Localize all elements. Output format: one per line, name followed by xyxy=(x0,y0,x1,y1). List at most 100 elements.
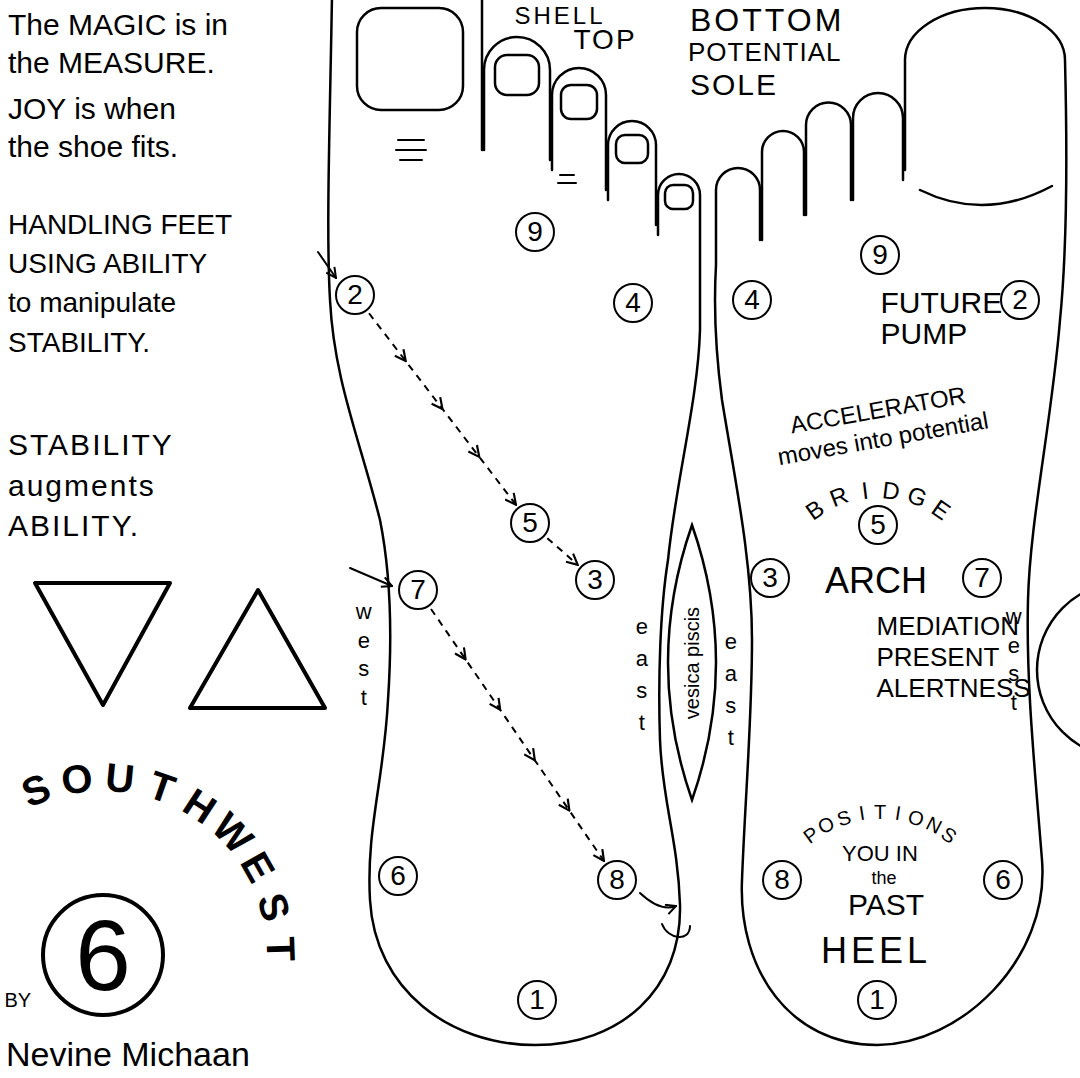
callout-number: 9 xyxy=(872,241,888,269)
foot-top-outline xyxy=(328,0,700,1045)
edge-circle xyxy=(1037,582,1080,758)
author-credit: BY xyxy=(5,989,32,1012)
callout-circle: 5 xyxy=(510,503,550,543)
arc-letter: R xyxy=(826,483,851,512)
label-slot: SOLE xyxy=(690,68,778,103)
label-slot: STABILITY augments ABILITY. xyxy=(8,425,11,547)
arc-letter: T xyxy=(874,802,886,822)
callout-circle: 8 xyxy=(762,860,802,900)
lens-shape xyxy=(668,525,716,800)
label-slot: PAST xyxy=(848,888,924,923)
callout-number: 8 xyxy=(774,866,790,894)
callout-circle: 8 xyxy=(597,860,637,900)
turn-loop xyxy=(662,924,690,937)
label-slot: FUTURE PUMP xyxy=(881,287,884,350)
callout-circle: 6 xyxy=(378,856,418,896)
zone-label: MEDIATION PRESENT ALERTNESS xyxy=(877,611,880,705)
callout-number: 3 xyxy=(587,566,603,594)
callout-number: 8 xyxy=(609,866,625,894)
toenail xyxy=(357,8,463,110)
callout-circle: 4 xyxy=(613,283,653,323)
leader-arrow xyxy=(318,252,336,278)
label-slot: west xyxy=(356,598,373,712)
label-slot: Nevine Michaan xyxy=(6,1035,250,1074)
note-text: STABILITY augments ABILITY. xyxy=(8,425,11,547)
label-slot: HEEL xyxy=(821,930,931,971)
toe-outline xyxy=(806,103,851,215)
label-slot: east xyxy=(634,611,651,739)
arc-letter: G xyxy=(904,483,930,512)
zone-label: ARCH xyxy=(825,560,927,601)
arc-letter: I xyxy=(860,479,870,504)
label-slot: BY xyxy=(5,989,32,1012)
toenail xyxy=(561,85,597,119)
note-text: JOY is when the shoe fits. xyxy=(8,90,180,165)
toe-outline xyxy=(853,93,903,200)
callout-number: 7 xyxy=(974,564,990,592)
view-label: TOP xyxy=(574,24,637,56)
callout-circle: 3 xyxy=(750,558,790,598)
callout-circle: 9 xyxy=(860,235,900,275)
arc-letter: T xyxy=(144,764,180,810)
view-label: BOTTOM xyxy=(690,2,844,39)
toenail xyxy=(665,185,693,209)
leader-arrow xyxy=(350,568,392,586)
toe-outline xyxy=(762,131,804,240)
callout-circle: 6 xyxy=(983,860,1023,900)
view-label: SOLE xyxy=(690,68,778,103)
label-slot: HANDLING FEET USING ABILITY to manipulat… xyxy=(8,205,233,362)
callout-circle: 2 xyxy=(1000,280,1040,320)
label-slot: west xyxy=(1006,603,1023,717)
arc-letter: O xyxy=(906,806,927,830)
label-slot: ACCELERATOR moves into potential xyxy=(773,396,988,454)
label-slot: BOTTOM xyxy=(690,2,844,39)
arc-letter: B xyxy=(801,495,828,524)
callout-circle: 2 xyxy=(335,275,375,315)
arc-letter: D xyxy=(881,478,901,504)
vesica-piscis-shape: vesica piscis xyxy=(668,525,716,800)
section-number-circle: 6 xyxy=(41,893,165,1017)
toe-crease xyxy=(396,140,576,183)
callout-number: 4 xyxy=(625,289,641,317)
down-triangle xyxy=(35,583,170,705)
toenail xyxy=(616,135,648,163)
callout-number: 9 xyxy=(527,218,543,246)
callout-number: 6 xyxy=(390,862,406,890)
direction-label: west xyxy=(356,598,373,712)
author-credit: Nevine Michaan xyxy=(6,1035,250,1074)
zone-label: the xyxy=(872,868,897,889)
direction-label: west xyxy=(1006,603,1023,717)
arc-letter: E xyxy=(928,495,955,524)
callout-number: 2 xyxy=(347,281,363,309)
arc-letter: S xyxy=(834,806,853,829)
arc-letter: W xyxy=(205,806,260,861)
zone-label: YOU IN xyxy=(842,841,918,866)
callout-circle: 3 xyxy=(575,560,615,600)
callout-circle: 7 xyxy=(398,570,438,610)
callout-number: 2 xyxy=(1012,286,1028,314)
label-slot: JOY is when the shoe fits. xyxy=(8,90,180,165)
toe-outline xyxy=(608,121,656,225)
note-text: HANDLING FEET USING ABILITY to manipulat… xyxy=(8,205,233,362)
callout-circle: 5 xyxy=(858,505,898,545)
feet-drawing xyxy=(35,0,1080,1045)
dashed-arrow xyxy=(369,313,516,505)
zone-label: HEEL xyxy=(821,930,931,971)
callout-circle: 7 xyxy=(962,558,1002,598)
callout-circle: 4 xyxy=(732,280,772,320)
label-slot: POTENTIAL xyxy=(688,38,841,68)
arc-letter: S xyxy=(16,766,56,813)
zone-label: FUTURE PUMP xyxy=(881,287,884,350)
label-slot: the xyxy=(872,868,897,889)
dashed-arrow xyxy=(547,538,577,565)
toe-outline xyxy=(484,37,550,160)
label-slot: YOU IN xyxy=(842,841,918,866)
callout-number: 7 xyxy=(410,576,426,604)
arc-letter: S xyxy=(251,888,297,925)
arc-letter: I xyxy=(894,803,903,824)
view-label: POTENTIAL xyxy=(688,38,841,68)
callout-number: 1 xyxy=(529,986,545,1014)
callout-number: 5 xyxy=(870,511,886,539)
callout-number: 5 xyxy=(522,509,538,537)
